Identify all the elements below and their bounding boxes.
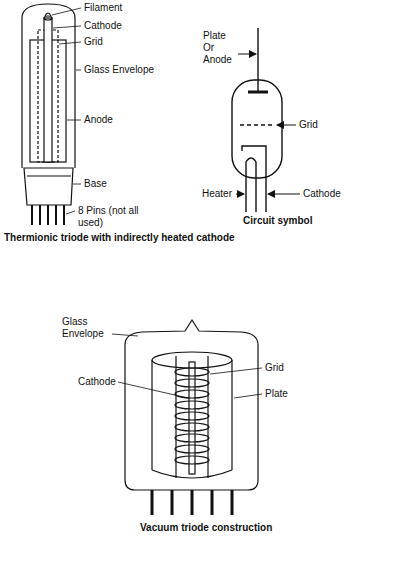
construction-drawing bbox=[125, 320, 258, 490]
leader-lines bbox=[112, 334, 262, 398]
terminal-label: Grid bbox=[299, 119, 318, 131]
construction-pins bbox=[152, 490, 232, 515]
terminal-label: Cathode bbox=[303, 188, 341, 200]
symbol-arrows bbox=[236, 54, 300, 194]
part-label: Filament bbox=[84, 2, 122, 14]
figure-caption: Circuit symbol bbox=[243, 215, 312, 227]
figure-caption: Thermionic triode with indirectly heated… bbox=[4, 232, 235, 244]
part-label: Glass Envelope bbox=[84, 64, 154, 76]
triode-symbol bbox=[232, 28, 282, 212]
part-label: Anode bbox=[84, 114, 113, 126]
part-label: Cathode bbox=[78, 376, 116, 388]
part-label: Plate bbox=[265, 388, 288, 400]
tube-pins bbox=[32, 205, 64, 225]
tube-drawing bbox=[22, 4, 75, 205]
part-label: Grid bbox=[84, 36, 103, 48]
part-label: Grid bbox=[265, 362, 284, 374]
part-label: Glass Envelope bbox=[62, 316, 112, 340]
terminal-label: Heater bbox=[202, 188, 232, 200]
figure-caption: Vacuum triode construction bbox=[140, 522, 272, 534]
pin-note: 8 Pins (not all used) bbox=[78, 205, 142, 229]
part-label: Base bbox=[84, 178, 107, 190]
part-label: Cathode bbox=[84, 20, 122, 32]
terminal-label: Plate Or Anode bbox=[203, 30, 237, 66]
leader-lines bbox=[52, 8, 81, 214]
